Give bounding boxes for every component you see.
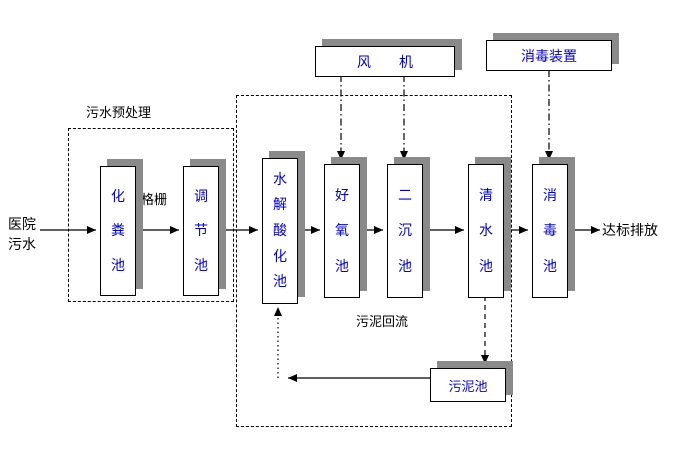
regulating-tank-label: 调节池: [194, 188, 208, 274]
septic-tank-label: 化粪池: [111, 188, 125, 274]
sludge-tank-box: 污泥池: [430, 368, 506, 402]
fan-label: 风 机: [357, 54, 413, 71]
clean-water-tank-box: 清水池: [468, 164, 504, 298]
clean-water-tank-label: 清水池: [479, 187, 493, 275]
sludge-return-label: 污泥回流: [356, 315, 409, 330]
biological-treatment-group-box: [236, 95, 512, 427]
fan-box: 风 机: [315, 46, 455, 77]
aerobic-tank-box: 好氧池: [324, 164, 360, 298]
septic-tank-box: 化粪池: [100, 166, 136, 296]
effluent-label: 达标排放: [602, 223, 658, 239]
regulating-tank-box: 调节池: [183, 166, 219, 296]
aerobic-tank-label: 好氧池: [335, 187, 349, 275]
disinfection-device-label: 消毒装置: [521, 48, 577, 65]
disinfection-tank-box: 消毒池: [532, 164, 568, 298]
pretreatment-label: 污水预处理: [86, 106, 152, 121]
sludge-tank-label: 污泥池: [448, 379, 488, 395]
influent-label: 医院 污水: [8, 217, 36, 253]
bar-screen-label: 格栅: [141, 193, 168, 208]
hydrolysis-acidification-tank-box: 水解酸化池: [262, 158, 298, 304]
hydrolysis-acidification-tank-label: 水解酸化池: [273, 171, 287, 291]
secondary-sedimentation-tank-label: 二沉池: [398, 187, 412, 275]
secondary-sedimentation-tank-box: 二沉池: [387, 164, 423, 298]
pretreatment-group-box: [68, 128, 234, 302]
disinfection-tank-label: 消毒池: [543, 187, 557, 275]
disinfection-device-box: 消毒装置: [486, 40, 612, 71]
